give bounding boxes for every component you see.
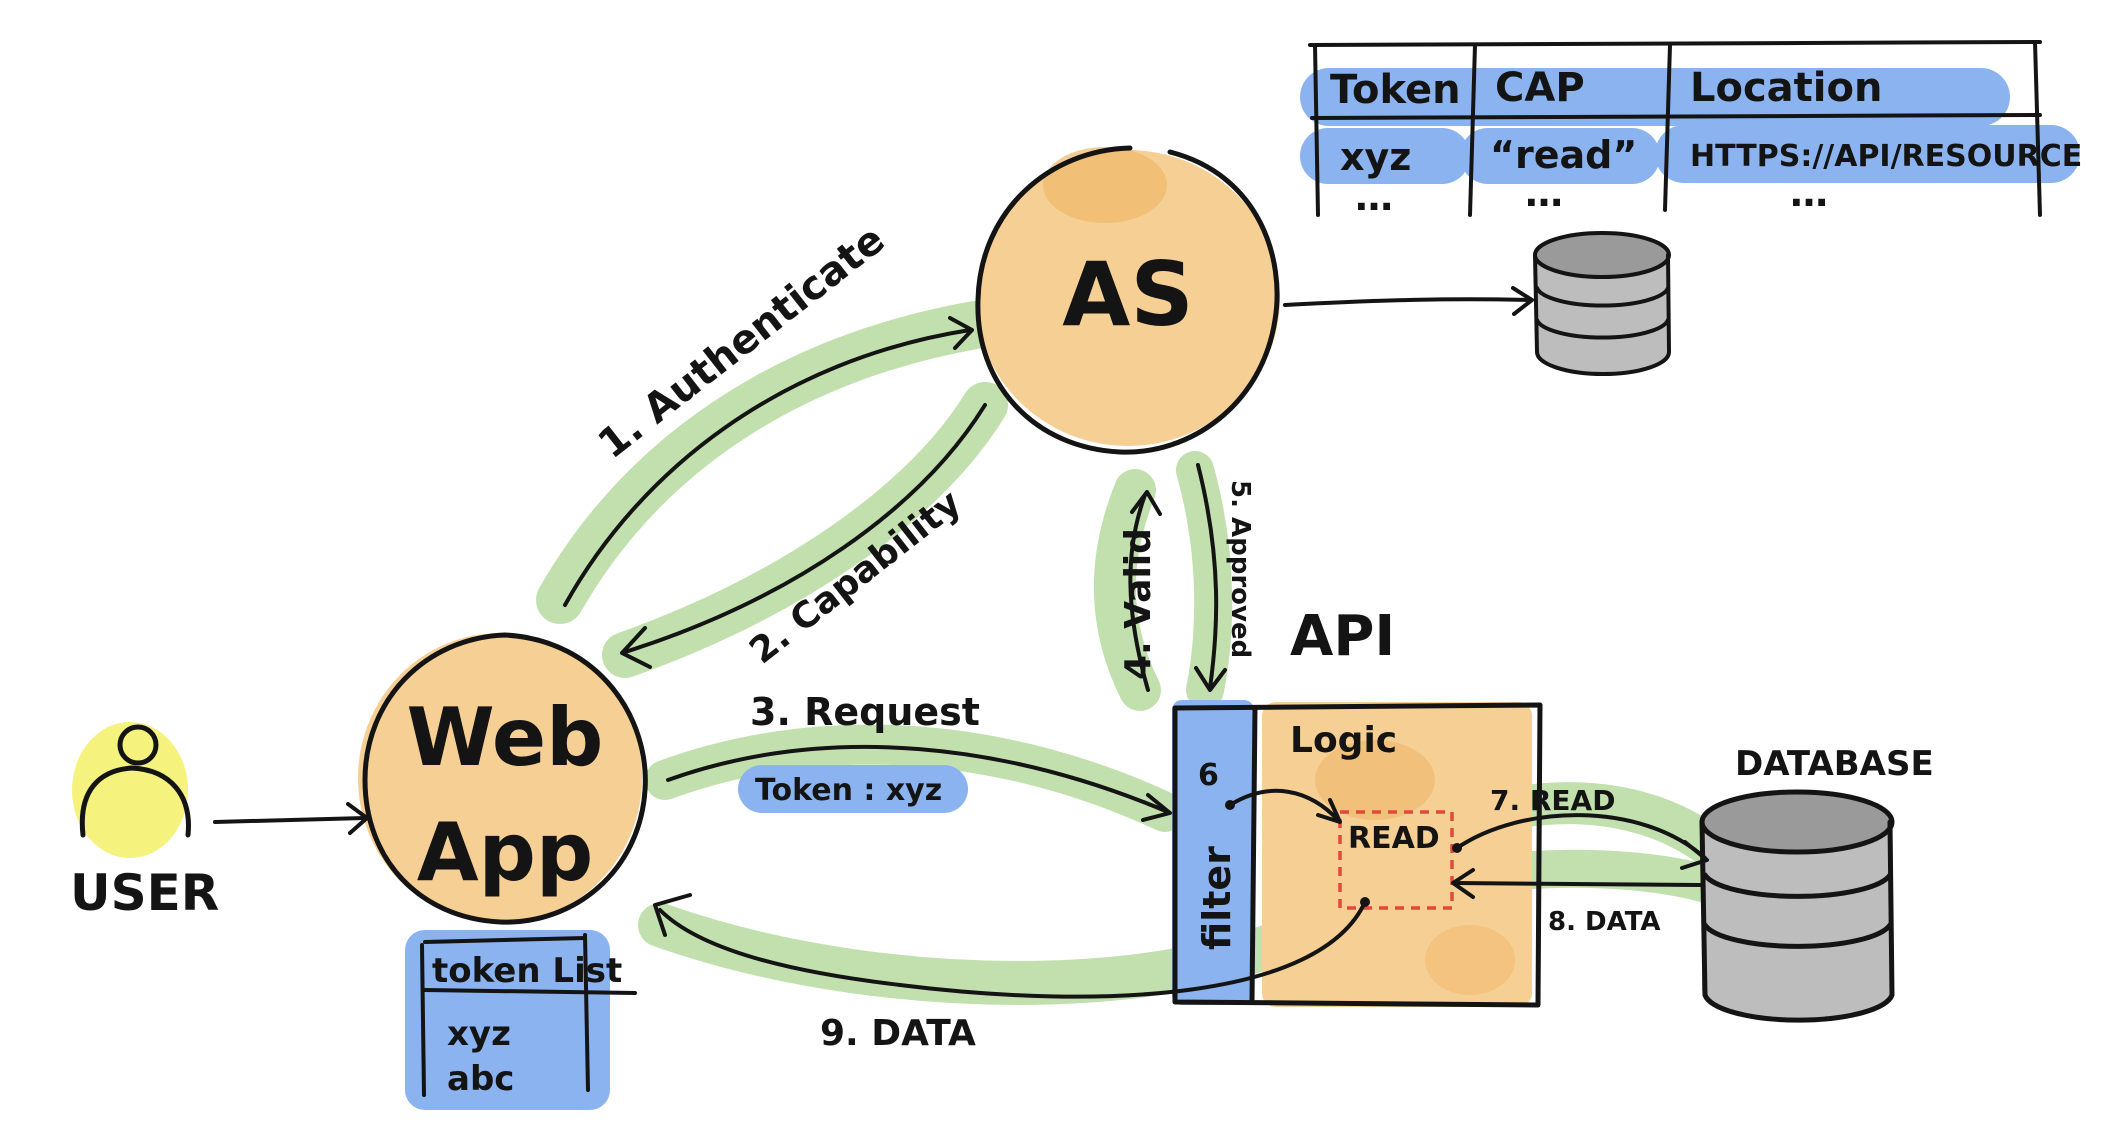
table-row-highlight-location — [1655, 125, 2080, 183]
step-3-label: 3. Request — [750, 690, 980, 734]
arrow-db-to-read — [1453, 881, 1702, 887]
arrow-approved — [1196, 463, 1219, 690]
database-icon: DATABASE — [1699, 744, 1934, 1023]
api-label: API — [1290, 604, 1395, 669]
arrow-request — [666, 744, 1170, 814]
logic-label: Logic — [1290, 720, 1397, 761]
database-label: DATABASE — [1735, 744, 1934, 784]
token-list-title: token List — [432, 951, 622, 991]
table-row-highlight-token — [1300, 128, 1470, 184]
webapp-label-line1: Web — [407, 691, 604, 784]
step-8-label: 8. DATA — [1548, 907, 1661, 937]
filter-label: filter — [1195, 846, 1239, 950]
step-5-label: 5. Approved — [1225, 480, 1255, 658]
table-header-token: Token — [1330, 67, 1461, 113]
arrow-filter-to-read — [1228, 788, 1340, 822]
arrow-user-to-webapp — [213, 816, 367, 824]
table-cell-token: xyz — [1340, 135, 1411, 179]
table-cell-cap: “read” — [1490, 133, 1637, 177]
as-label: AS — [1062, 243, 1193, 346]
read-box-label: READ — [1348, 821, 1440, 856]
request-token-highlight — [738, 765, 968, 813]
step-7-label: 7. READ — [1490, 784, 1615, 817]
table-cell-location: HTTPS://API/RESOURCE — [1690, 139, 2082, 174]
user-label: USER — [70, 864, 219, 922]
read-box — [1338, 810, 1454, 910]
token-list: token List xyz abc — [405, 930, 637, 1110]
as-storage-database-icon — [1533, 231, 1671, 376]
table-header-cap: CAP — [1495, 65, 1585, 111]
token-list-item-xyz: xyz — [447, 1014, 511, 1054]
request-token-label: Token : xyz — [755, 773, 942, 808]
arrow-capability — [623, 403, 987, 654]
table-header-location: Location — [1690, 65, 1882, 111]
table-row-highlight-cap — [1460, 128, 1660, 184]
webapp-node: Web App — [358, 632, 648, 925]
step-6-label: 6 — [1198, 758, 1219, 793]
step-9-label: 9. DATA — [820, 1013, 976, 1054]
table-header-highlight — [1300, 68, 2010, 126]
as-node: AS — [975, 145, 1280, 455]
arrow-valid — [1128, 493, 1150, 692]
arrow-authenticate — [563, 328, 972, 607]
capability-table: Token CAP Location xyz “read” HTTPS://AP… — [1300, 40, 2082, 219]
api-node: API Logic filter 6 READ — [1172, 604, 1543, 1008]
arrow-read-to-db — [1455, 813, 1707, 860]
token-list-item-abc: abc — [447, 1059, 514, 1099]
user-icon: USER — [70, 722, 219, 922]
step-4-label: 4. Valid — [1118, 528, 1159, 680]
table-ellipsis-token: … — [1355, 175, 1393, 219]
arrow-data-to-webapp — [658, 900, 1367, 999]
table-ellipsis-location: … — [1790, 171, 1828, 215]
table-ellipsis-cap: … — [1525, 171, 1563, 215]
arrow-as-to-storage — [1283, 297, 1532, 307]
arrows — [213, 286, 1709, 999]
webapp-label-line2: App — [417, 806, 593, 899]
